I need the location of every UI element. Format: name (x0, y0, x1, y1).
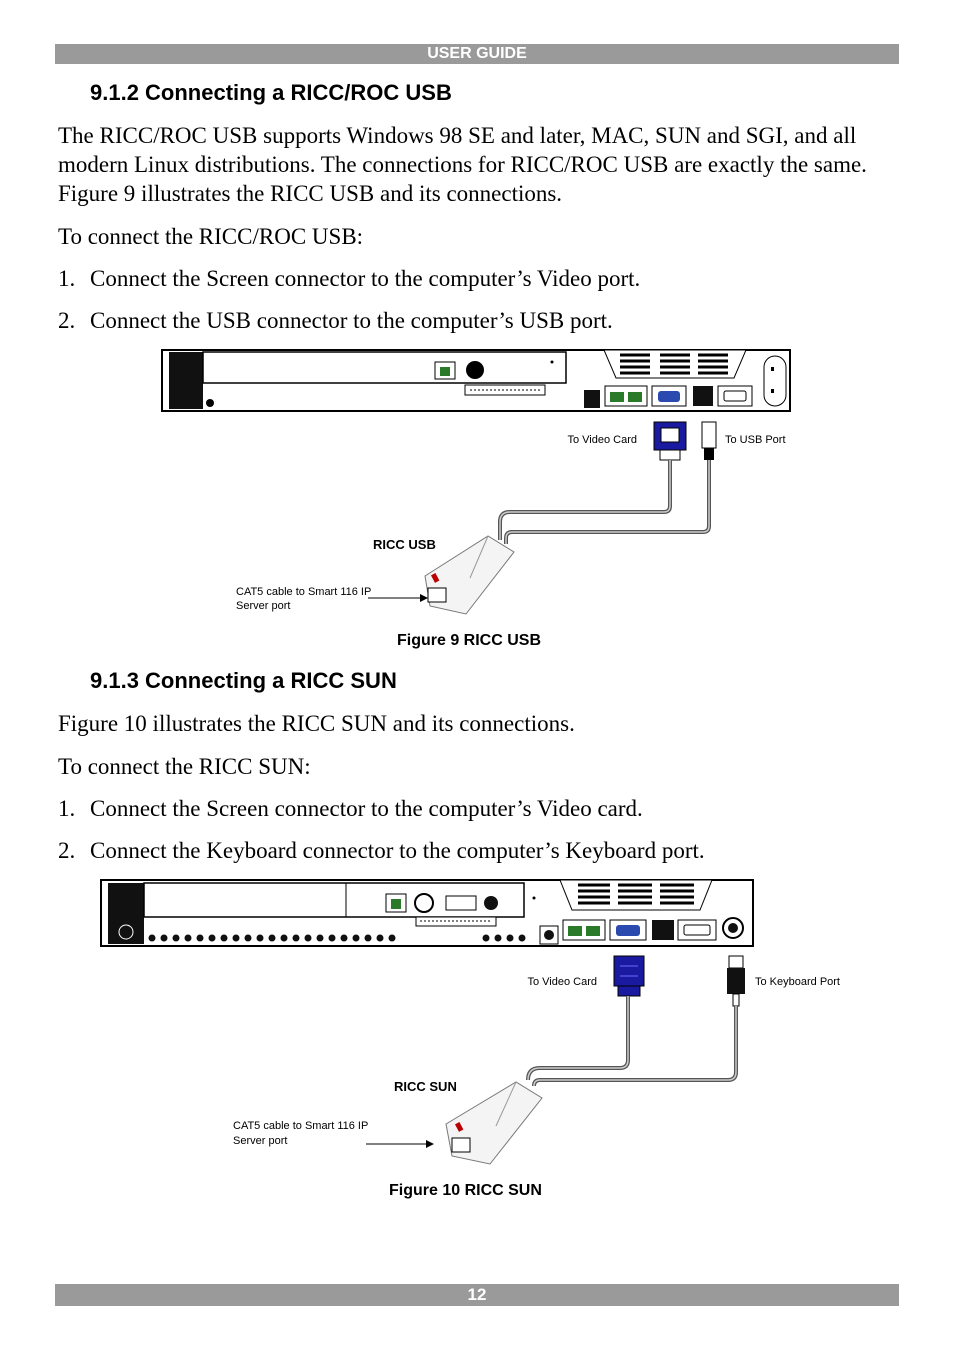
keyboard-plug-strain-relief (732, 993, 740, 1007)
keyboard-cable (532, 1006, 738, 1087)
serial-port-socket (683, 924, 711, 936)
header-bar: USER GUIDE (55, 44, 899, 64)
power-jack-icon (466, 361, 484, 379)
label-cat5-line1: CAT5 cable to Smart 116 IP (233, 1120, 368, 1132)
keyboard-cable-inner (533, 1006, 737, 1087)
list-text: Connect the Screen connector to the comp… (90, 796, 643, 821)
usb-port-icon (652, 920, 674, 940)
label-ricc-usb: RICC USB (373, 537, 436, 552)
dongle-rj45-port-icon (451, 1137, 471, 1153)
paragraph-usb-intro: To connect the RICC/ROC USB: (58, 224, 364, 249)
paragraph-usb-support: The RICC/ROC USB supports Windows 98 SE … (58, 123, 867, 206)
usb-cable-inner (505, 460, 710, 544)
vent-slots (578, 883, 694, 905)
power-inlet-pin (771, 367, 774, 371)
audio-jack-icon (484, 896, 498, 910)
db-connector-icon (464, 384, 546, 396)
usb-port-icon (693, 386, 713, 406)
keyboard-plug-icon (728, 955, 744, 969)
dongle-brand-mark: █ (455, 1121, 464, 1132)
serial-port-socket (723, 390, 747, 402)
video-cable (498, 460, 672, 540)
list-item: 2. Connect the Keyboard connector to the … (58, 836, 705, 865)
mini-din-keyboard-port-socket (728, 923, 738, 933)
list-number: 1. (58, 796, 76, 821)
vga-plug-body (659, 449, 681, 461)
list-number: 2. (58, 838, 76, 863)
led-row (148, 934, 526, 942)
section-heading-913: 9.1.3 Connecting a RICC SUN (90, 668, 397, 693)
vent-grille (603, 349, 747, 379)
network-port-led (586, 926, 600, 936)
indicator-dot (532, 896, 536, 900)
list-text: Connect the Screen connector to the comp… (90, 266, 641, 291)
figure-9-caption: Figure 9 RICC USB (397, 632, 542, 649)
mini-din-port-icon (414, 893, 434, 913)
vga-port-socket (616, 925, 640, 936)
dongle-edge (469, 535, 489, 579)
switch-icon (584, 390, 600, 408)
paragraph-sun-steps-intro: To connect the RICC SUN: (58, 754, 311, 779)
vga-plug-body (617, 985, 641, 997)
vent-slots (620, 353, 728, 375)
usb-plug-icon (701, 421, 717, 449)
list-item: 1. Connect the Screen connector to the co… (58, 794, 643, 823)
rack-ear (169, 352, 203, 409)
indicator-dot (550, 360, 554, 364)
figure-10-caption: Figure 10 RICC SUN (389, 1182, 542, 1199)
db-port-icon (445, 895, 477, 911)
list-text: Connect the USB connector to the compute… (90, 308, 613, 333)
screw-icon (118, 924, 134, 940)
vga-plug-icon (613, 955, 645, 987)
label-to-keyboard-port: To Keyboard Port (755, 976, 840, 988)
network-port-led (628, 392, 642, 402)
network-port-led (568, 926, 582, 936)
dongle-rj45-port-icon (427, 587, 447, 603)
paragraph-sun-intro: Figure 10 illustrates the RICC SUN and i… (58, 711, 575, 736)
list-item: 2. Connect the USB connector to the compu… (58, 306, 613, 335)
figure-9-diagram: █ To Video Card To USB Port RICC USB CAT… (161, 349, 791, 615)
cat5-arrow-head (426, 1140, 434, 1148)
footer-bar: 12 (55, 1284, 899, 1306)
video-cable-inner (499, 460, 671, 540)
list-number: 1. (58, 266, 76, 291)
dongle-brand-mark: █ (431, 572, 440, 583)
network-port-led (610, 392, 624, 402)
label-cat5-line2: Server port (236, 600, 290, 612)
label-ricc-sun: RICC SUN (394, 1079, 457, 1094)
page-number: 12 (467, 1285, 487, 1304)
keyboard-plug-body (727, 968, 745, 994)
screw-icon (206, 399, 214, 407)
dongle-edge (495, 1081, 517, 1127)
label-to-video-card: To Video Card (527, 976, 597, 988)
list-text: Connect the Keyboard connector to the co… (90, 838, 705, 863)
label-cat5-line1: CAT5 cable to Smart 116 IP (236, 586, 371, 598)
vga-plug-face (660, 427, 680, 443)
label-to-usb-port: To USB Port (725, 434, 786, 446)
label-cat5-line2: Server port (233, 1135, 287, 1147)
list-number: 2. (58, 308, 76, 333)
label-to-video-card: To Video Card (567, 434, 637, 446)
power-jack-socket (544, 930, 554, 940)
figure-10-diagram: █ To Video Card To Keyboard Port RICC SU… (100, 879, 840, 1165)
power-inlet-icon (763, 355, 787, 407)
usb-plug-body (704, 448, 714, 460)
power-inlet-pin (771, 389, 774, 393)
vga-port-socket (658, 391, 680, 402)
front-panel (202, 351, 567, 384)
rj45-port-led (440, 367, 450, 376)
section-heading-912: 9.1.2 Connecting a RICC/ROC USB (90, 80, 452, 105)
rj45-port-led (391, 899, 401, 909)
list-item: 1. Connect the Screen connector to the co… (58, 264, 640, 293)
header-label: USER GUIDE (427, 45, 527, 62)
video-cable-inner (527, 996, 629, 1081)
cat5-arrow-head (420, 594, 428, 602)
